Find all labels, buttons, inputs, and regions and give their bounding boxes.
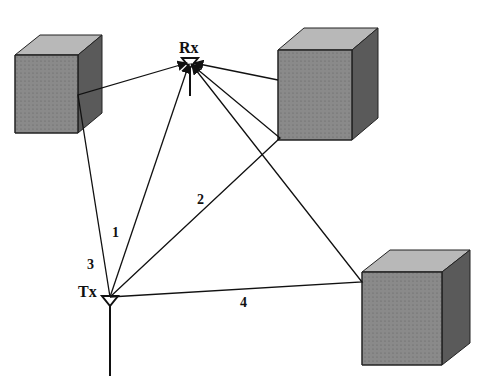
tx-antenna xyxy=(102,296,118,376)
rx-antenna xyxy=(182,58,198,96)
path-reflect-side xyxy=(194,63,278,80)
path-direct xyxy=(110,64,189,297)
path-reflect-left xyxy=(78,63,187,297)
callout-number: 4 xyxy=(240,296,247,310)
building-left xyxy=(15,35,102,133)
callout-number: 2 xyxy=(197,193,204,207)
callout-number: 3 xyxy=(87,258,94,272)
antenna-label: Tx xyxy=(78,284,97,300)
path-reflect-top-right xyxy=(110,64,280,297)
building-top-right xyxy=(278,28,378,140)
building-bottom-right xyxy=(362,250,470,365)
path-reflect-bottom-right xyxy=(110,65,362,297)
callout-number: 1 xyxy=(112,226,119,240)
antenna-label: Rx xyxy=(179,40,199,56)
